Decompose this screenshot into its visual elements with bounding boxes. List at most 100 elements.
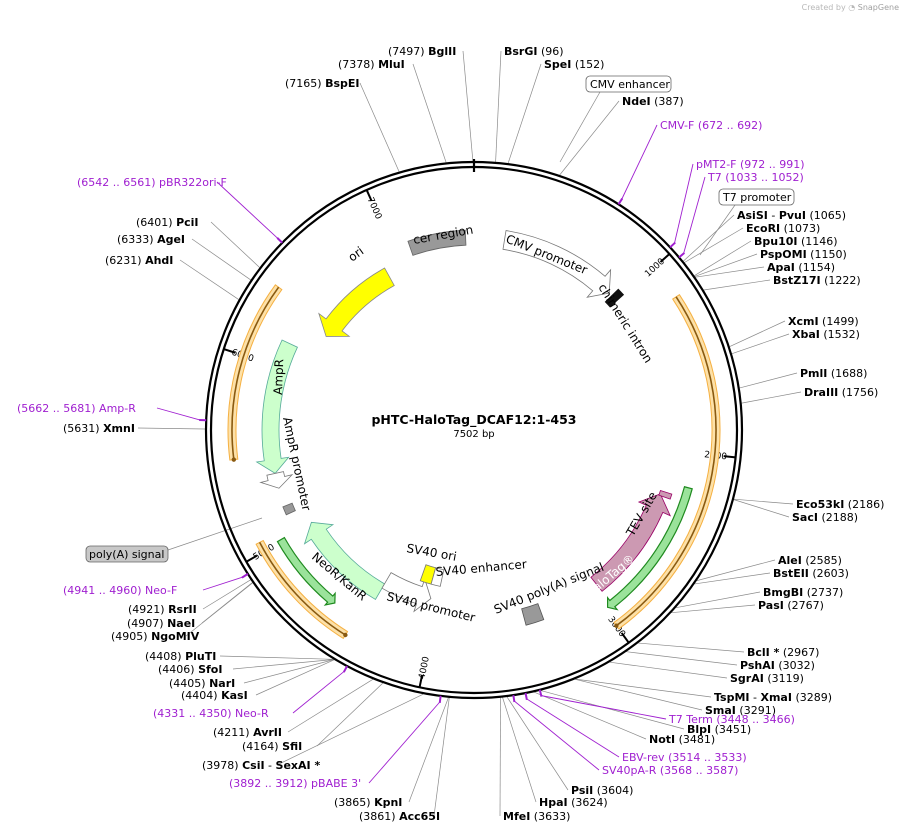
primer-labels: CMV-F (672 .. 692)pMT2-F (972 .. 991)T7 …	[17, 119, 805, 790]
site-leader	[534, 691, 647, 740]
site-label: (4905) NgoMIV	[111, 630, 200, 643]
primer-mark	[524, 692, 528, 701]
primer-label: (3892 .. 3912) pBABE 3'	[229, 777, 361, 790]
arc-ampr-promoter	[259, 471, 294, 489]
site-label: BsrGI (96)	[504, 45, 564, 58]
site-leader	[137, 427, 206, 430]
arc-neor-kanr	[303, 521, 386, 600]
leader-t7-promoter	[699, 204, 736, 256]
site-label: PasI (2767)	[758, 599, 824, 612]
tick-mark	[245, 554, 258, 563]
tick-mark	[365, 189, 373, 202]
site-leader	[696, 559, 776, 581]
site-label: (7165) BspEI	[285, 77, 360, 90]
site-leader	[219, 655, 334, 660]
site-label: (7378) MluI	[338, 58, 405, 71]
site-leader	[462, 50, 474, 162]
site-leader	[499, 697, 501, 817]
site-label: NotI (3481)	[649, 733, 715, 746]
site-leader	[502, 697, 537, 803]
site-leader	[694, 253, 758, 277]
box-t7-promoter	[718, 188, 795, 206]
site-label: (4408) PluTI	[145, 650, 216, 663]
label-sv40-ori: SV40 ori	[405, 541, 457, 564]
site-label: BclI * (2967)	[747, 646, 819, 659]
primer-leader-lines	[156, 124, 706, 784]
label-polya-signal: poly(A) signal	[89, 548, 164, 561]
arc-ori	[318, 267, 395, 337]
label-t7-promoter: T7 promoter	[722, 191, 792, 204]
site-label: (4164) SfiI	[242, 740, 302, 753]
orf-neo-region	[255, 539, 349, 640]
site-label: DraIII (1756)	[804, 386, 878, 399]
tick-label: 4000	[417, 655, 432, 680]
site-leader	[575, 678, 703, 711]
site-leader	[179, 259, 239, 300]
arc-cer-region	[407, 229, 467, 256]
arc-sv40-ori	[419, 564, 437, 585]
site-label: SpeI (152)	[544, 58, 604, 71]
primer-label: (5662 .. 5681) Amp-R	[17, 402, 136, 415]
primer-label: (4331 .. 4350) Neo-R	[153, 707, 269, 720]
site-label: TspMI - XmaI (3289)	[714, 691, 832, 704]
site-leader	[408, 697, 449, 803]
site-label: AleI (2585)	[778, 554, 842, 567]
site-label: PspOMI (1150)	[760, 248, 847, 261]
label-ampr-promoter: AmpR promoter	[280, 416, 314, 512]
primer-leader	[202, 576, 243, 591]
site-label: (3865) KpnI	[334, 796, 402, 809]
snapgene-credit: Created by ◔ SnapGene	[801, 3, 899, 12]
plasmid-name: pHTC-HaloTag_DCAF12:1-453	[371, 412, 576, 428]
site-leader	[276, 693, 424, 766]
primer-leader	[683, 176, 706, 254]
site-leader	[506, 696, 569, 791]
site-label: NdeI (387)	[622, 95, 684, 108]
site-leader	[191, 238, 251, 281]
site-leader	[243, 659, 335, 684]
tick-mark	[223, 348, 236, 354]
primer-marks	[199, 197, 686, 703]
primer-mark	[678, 252, 686, 259]
label-ampr: AmpR	[271, 359, 286, 395]
site-label: PshAI (3032)	[740, 659, 815, 672]
primer-leader	[541, 695, 667, 720]
site-leader	[684, 227, 744, 263]
site-label: (3861) Acc65I	[359, 810, 440, 823]
site-leader	[671, 604, 756, 614]
primer-mark	[241, 573, 249, 579]
site-label: SgrAI (3119)	[730, 672, 804, 685]
site-label: BstZ17I (1222)	[773, 274, 861, 287]
label-cmv-enhancer: CMV enhancer	[590, 78, 670, 91]
site-label: (5631) XmnI	[63, 422, 135, 435]
site-leader	[316, 682, 384, 747]
site-label: MfeI (3633)	[503, 810, 570, 823]
site-leader	[694, 240, 752, 276]
site-leader	[359, 82, 400, 172]
orf-halotag-region-line	[615, 296, 717, 627]
site-leader	[703, 279, 771, 291]
primer-mark	[438, 695, 442, 703]
tick-mark	[418, 675, 424, 688]
arc-tev-site	[658, 489, 673, 500]
site-label: BmgBI (2737)	[763, 586, 843, 599]
site-label: SacI (2188)	[792, 511, 858, 524]
site-label: (4211) AvrII	[213, 726, 282, 739]
orf-halotag-region-head	[614, 623, 619, 628]
site-label: (4406) SfoI	[158, 663, 222, 676]
site-leader	[741, 391, 802, 404]
primer-mark	[538, 689, 543, 697]
primer-leader	[526, 698, 620, 758]
leader-cmv-enhancer	[559, 91, 601, 163]
site-leader	[694, 572, 771, 585]
halotag-frame-arc	[606, 486, 693, 611]
neo-frame-arc	[276, 536, 336, 606]
box-cmv-enhancer	[585, 75, 672, 93]
leader-polya-signal	[167, 517, 263, 551]
site-label: BlpI (3451)	[687, 723, 751, 736]
primer-mark	[276, 237, 283, 244]
site-leader	[609, 661, 728, 679]
arc-sv40-promoter	[381, 572, 432, 613]
primer-leader	[368, 701, 441, 784]
site-leader	[683, 214, 735, 262]
